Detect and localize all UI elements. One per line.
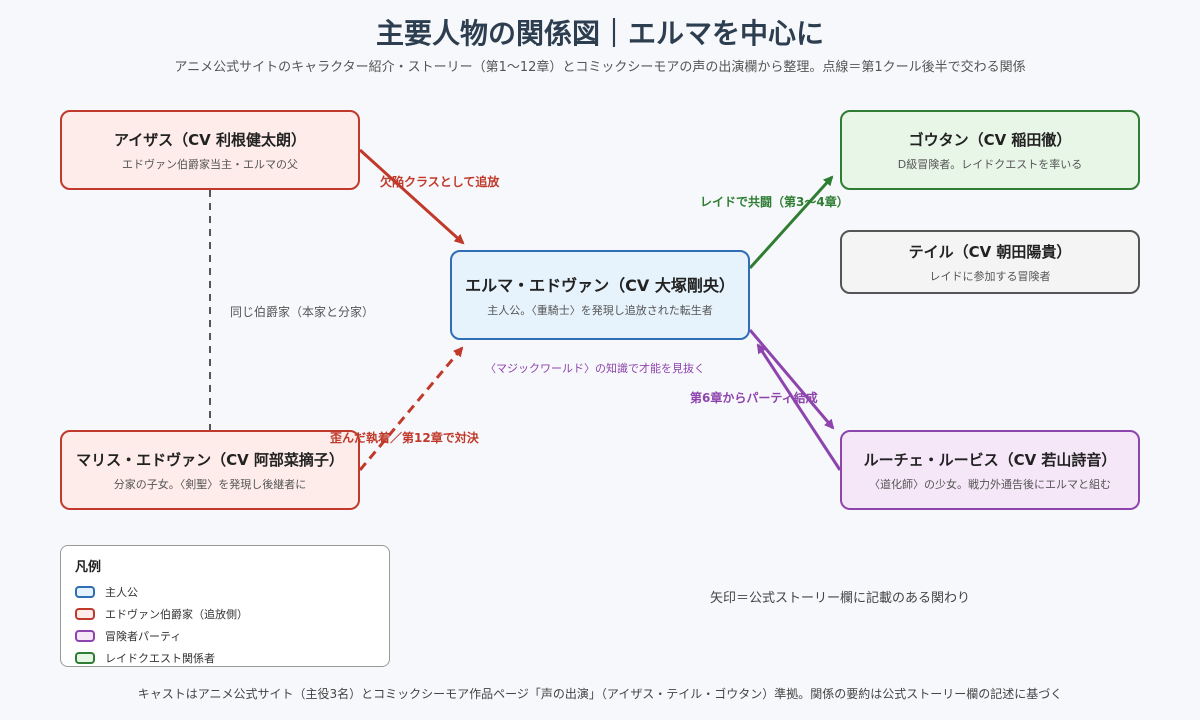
legend-swatch	[75, 630, 95, 642]
node-ruche: ルーチェ・ルービス（CV 若山詩音） 〈道化師〉の少女。戦力外通告後にエルマと組…	[840, 430, 1140, 510]
arrow-note: 矢印＝公式ストーリー欄に記載のある関わり	[710, 591, 971, 606]
edge-label-elma-gotan: レイドで共闘（第3〜4章）	[700, 195, 849, 209]
legend-swatch	[75, 586, 95, 598]
node-name: テイル（CV 朝田陽貴）	[908, 242, 1072, 261]
legend-label: 主人公	[105, 586, 138, 599]
edge-maris-elma	[358, 346, 464, 471]
legend-swatch	[75, 608, 95, 620]
node-teil: テイル（CV 朝田陽貴） レイドに参加する冒険者	[840, 230, 1140, 294]
node-desc: 主人公。〈重騎士〉を発現し追放された転生者	[487, 304, 713, 317]
legend-label: レイドクエスト関係者	[105, 652, 215, 665]
edge-aizasu-elma	[358, 148, 465, 245]
legend-item: エドヴァン伯爵家（追放側）	[75, 603, 375, 625]
node-desc: D級冒険者。レイドクエストを率いる	[897, 157, 1083, 171]
edge-label-aizasu-maris: 同じ伯爵家（本家と分家）	[230, 305, 375, 319]
node-name: マリス・エドヴァン（CV 阿部菜摘子）	[76, 450, 344, 469]
legend-swatch	[75, 652, 95, 664]
legend: 凡例 主人公 エドヴァン伯爵家（追放側） 冒険者パーティ レイドクエスト関係者	[60, 545, 390, 667]
node-desc: レイドに参加する冒険者	[929, 269, 1051, 283]
node-desc: 分家の子女。〈剣聖〉を発現し後継者に	[113, 477, 307, 491]
edge-ruche-elma	[756, 343, 842, 471]
node-name: ゴウタン（CV 稲田徹）	[908, 130, 1072, 149]
node-desc: 〈道化師〉の少女。戦力外通告後にエルマと組む	[869, 477, 1111, 491]
node-name: ルーチェ・ルービス（CV 若山詩音）	[863, 450, 1117, 469]
edge-label-maris-elma: 歪んだ執着／第12章で対決	[330, 431, 479, 445]
node-maris: マリス・エドヴァン（CV 阿部菜摘子） 分家の子女。〈剣聖〉を発現し後継者に	[60, 430, 360, 510]
legend-item: 冒険者パーティ	[75, 625, 375, 647]
node-desc: エドヴァン伯爵家当主・エルマの父	[122, 157, 298, 171]
page-subtitle: アニメ公式サイトのキャラクター紹介・ストーリー（第1〜12章）とコミックシーモア…	[174, 60, 1026, 75]
node-name: アイザス（CV 利根健太朗）	[114, 130, 306, 149]
legend-item: レイドクエスト関係者	[75, 647, 375, 669]
footer-note: キャストはアニメ公式サイト（主役3名）とコミックシーモア作品ページ「声の出演」（…	[137, 687, 1063, 701]
edge-label-elma-ruche: 第6章からパーティ結成	[690, 391, 818, 405]
page-title: 主要人物の関係図｜エルマを中心に	[375, 17, 824, 50]
legend-item: 主人公	[75, 581, 375, 603]
node-name: エルマ・エドヴァン（CV 大塚剛央）	[465, 276, 735, 295]
legend-title: 凡例	[75, 560, 102, 575]
edge-elma-ruche	[748, 329, 835, 430]
node-elma: エルマ・エドヴァン（CV 大塚剛央） 主人公。〈重騎士〉を発現し追放された転生者	[450, 250, 750, 340]
legend-label: 冒険者パーティ	[105, 630, 182, 643]
node-gotan: ゴウタン（CV 稲田徹） D級冒険者。レイドクエストを率いる	[840, 110, 1140, 190]
legend-label: エドヴァン伯爵家（追放側）	[105, 608, 248, 621]
edge-label-aizasu-elma: 欠陥クラスとして追放	[380, 175, 500, 189]
node-aizasu: アイザス（CV 利根健太朗） エドヴァン伯爵家当主・エルマの父	[60, 110, 360, 190]
edge-label-elma-note: 〈マジックワールド〉の知識で才能を見抜く	[485, 362, 705, 375]
edge-elma-gotan	[748, 175, 834, 270]
